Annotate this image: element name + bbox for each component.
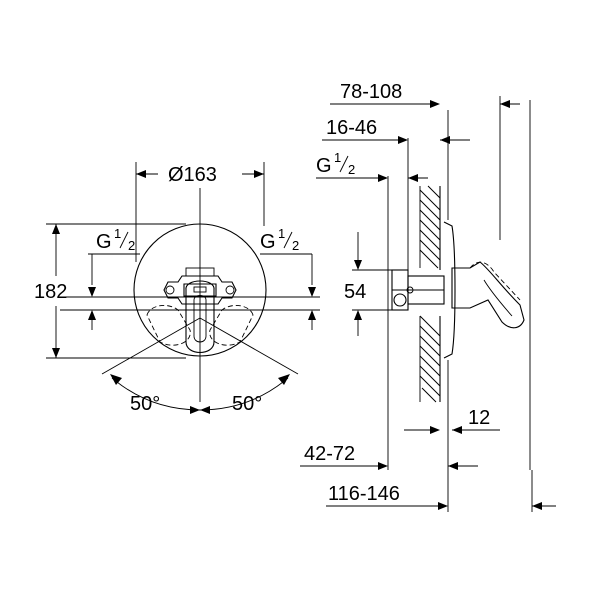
thread-right-den: 2 — [292, 238, 299, 253]
angle-left-label: 50° — [130, 393, 160, 415]
side-view: 54 78-108 16-46 — [300, 81, 556, 512]
depth-78-108-dimension: 78-108 — [330, 81, 520, 108]
thread-side-num: 1 — [334, 150, 341, 165]
thread-right-num: 1 — [278, 226, 285, 241]
lever-swing-outline — [146, 304, 254, 346]
front-view: Ø163 182 G 1 2 G — [34, 162, 320, 415]
angle-right-label: 50° — [232, 393, 262, 415]
depth-12-dimension: 12 — [404, 407, 500, 434]
thread-left-num: 1 — [114, 226, 121, 241]
escutcheon-side — [443, 221, 456, 359]
depth-16-46-dimension: 16-46 — [322, 117, 470, 144]
lever-handle-side — [451, 261, 525, 329]
depth-16-46-label: 16-46 — [326, 117, 377, 139]
wall-hatching-top — [419, 185, 441, 269]
height-54-label: 54 — [344, 281, 366, 303]
wall-hatching-bottom — [419, 315, 441, 403]
thread-right: G 1 2 — [260, 226, 316, 330]
angle-dimensions: 50° 50° — [101, 317, 299, 415]
thread-side-label: G — [316, 155, 332, 177]
diameter-dimension: Ø163 — [135, 162, 265, 262]
thread-left: G 1 2 — [88, 226, 135, 330]
depth-12-label: 12 — [468, 407, 490, 429]
thread-side: G 1 2 — [316, 150, 428, 182]
thread-left-den: 2 — [128, 238, 135, 253]
depth-116-146-label: 116-146 — [328, 483, 400, 505]
thread-side-den: 2 — [348, 162, 355, 177]
thread-right-label: G — [260, 231, 276, 253]
depth-42-72-dimension: 42-72 — [300, 443, 478, 470]
depth-116-146-dimension: 116-146 — [326, 483, 556, 510]
diameter-label: Ø163 — [168, 164, 217, 186]
depth-78-108-label: 78-108 — [340, 81, 402, 103]
thread-left-label: G — [96, 231, 112, 253]
depth-42-72-label: 42-72 — [304, 443, 355, 465]
valve-body-side — [391, 269, 445, 311]
height-54-dimension: 54 — [344, 232, 392, 336]
height-182-label: 182 — [34, 281, 67, 303]
height-182-dimension: 182 — [34, 223, 186, 359]
